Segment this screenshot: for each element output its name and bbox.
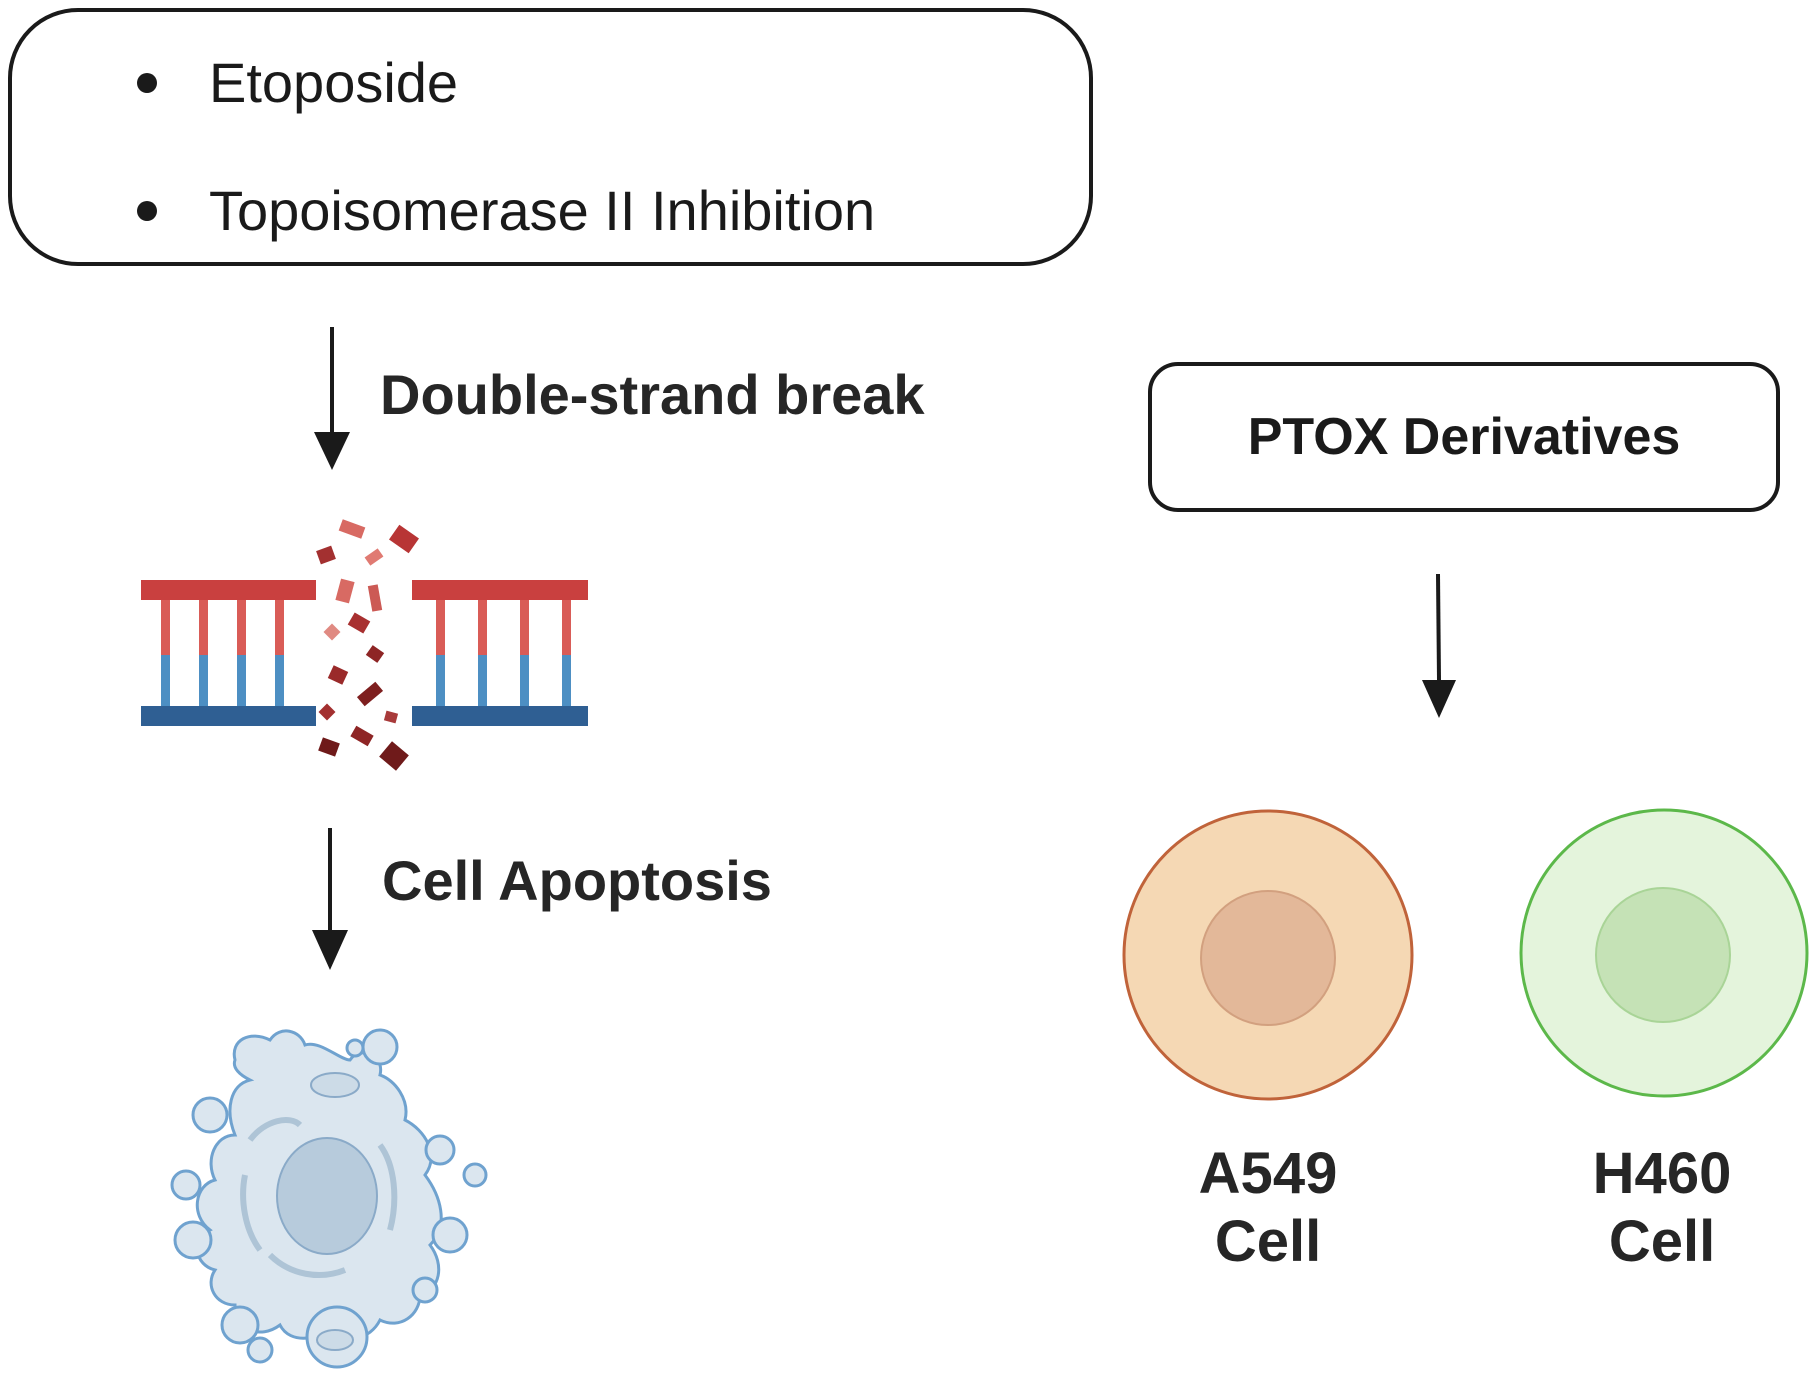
- a549-cell-label: A549 Cell: [1118, 1140, 1418, 1277]
- h460-cell-word: Cell: [1608, 1209, 1716, 1275]
- bullet-item: Etoposide: [137, 50, 458, 115]
- bullet-text-etoposide: Etoposide: [209, 51, 459, 114]
- a549-cell-name: A549: [1198, 1141, 1338, 1206]
- bullet-dot-icon: [137, 72, 157, 93]
- bullet-dot-icon: [137, 200, 157, 221]
- arrow-down-icon: [312, 828, 348, 970]
- arrow-down-icon: [1422, 573, 1456, 718]
- cell-apoptosis-label: Cell Apoptosis: [382, 849, 772, 912]
- arrow-down-icon: [314, 327, 350, 470]
- etoposide-box: Etoposide Topoisomerase II Inhibition: [8, 8, 1093, 266]
- double-strand-break-label: Double-strand break: [380, 363, 925, 426]
- bullet-item: Topoisomerase II Inhibition: [137, 178, 875, 243]
- ptox-derivatives-label: PTOX Derivatives: [1247, 408, 1681, 466]
- h460-cell-label: H460 Cell: [1512, 1140, 1810, 1277]
- a549-cell-icon: [1122, 809, 1414, 1101]
- a549-cell-word: Cell: [1214, 1209, 1322, 1275]
- dna-double-strand-break-icon: [141, 519, 588, 771]
- h460-cell-name: H460: [1592, 1141, 1732, 1206]
- ptox-derivatives-box: PTOX Derivatives: [1148, 362, 1780, 512]
- bullet-text-topoisomerase: Topoisomerase II Inhibition: [209, 179, 876, 242]
- apoptotic-cell-icon: [170, 1028, 488, 1369]
- h460-cell-icon: [1519, 808, 1809, 1098]
